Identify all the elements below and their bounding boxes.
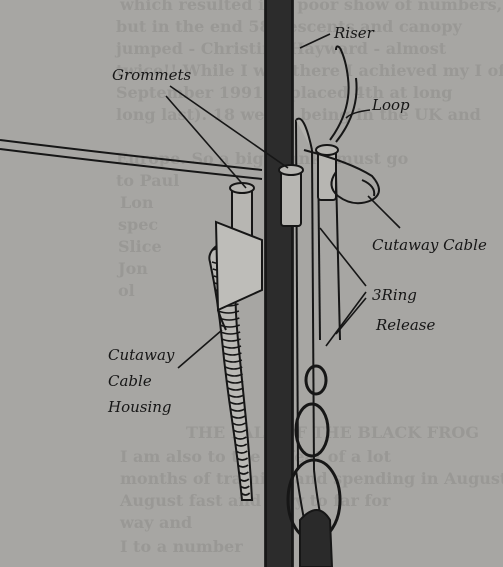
loop <box>330 46 357 142</box>
loop-label: Loop <box>371 96 410 114</box>
housing-label-line3: Housing <box>107 398 172 416</box>
ring-small <box>306 366 326 394</box>
cutaway-cable-label: Cutaway Cable <box>372 236 487 254</box>
housing-leader-line <box>178 330 222 368</box>
riser-label: Riser <box>333 24 375 42</box>
three-ring-label-line1: 3Ring <box>372 286 417 304</box>
housing-label-line2: Cable <box>108 372 152 390</box>
loop-leader-line <box>346 110 370 118</box>
grommets-label: Grommets <box>112 66 192 84</box>
three-ring-label-line2: Release <box>375 316 435 334</box>
grommet-right <box>279 165 303 226</box>
housing-label-line1: Cutaway <box>108 346 175 364</box>
three-ring-leader-line <box>320 228 366 286</box>
ring-medium <box>296 404 328 456</box>
three-ring-leader-line-2 <box>326 292 366 346</box>
cutaway-cable-leader-line <box>368 196 400 228</box>
riser-leader-line <box>300 34 330 48</box>
three-ring-leader-line-3 <box>336 298 366 334</box>
grommets-leader-line <box>166 96 246 188</box>
cutaway-cable-end <box>304 150 379 203</box>
strap-tab <box>300 510 332 567</box>
cutaway-cable-upper <box>0 140 262 179</box>
